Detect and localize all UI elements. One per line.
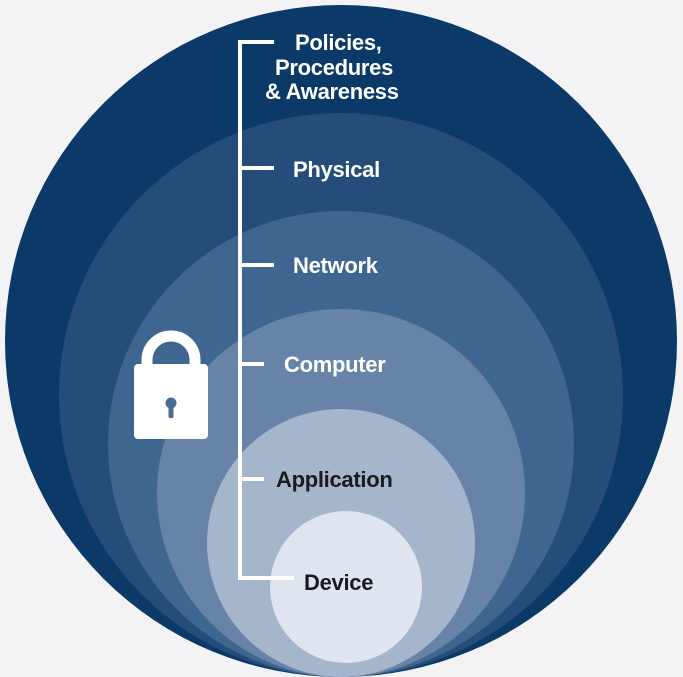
padlock-keyhole-top bbox=[165, 397, 177, 409]
layer-label-policies-line-3: & Awareness bbox=[265, 79, 399, 104]
layer-label-application: Application bbox=[276, 467, 392, 492]
layer-circles bbox=[5, 5, 677, 677]
layer-device-circle bbox=[270, 511, 422, 663]
layer-label-physical: Physical bbox=[293, 157, 380, 182]
layer-label-computer: Computer bbox=[284, 352, 386, 377]
padlock-keyhole-slot bbox=[168, 404, 174, 418]
layer-bracket bbox=[238, 40, 294, 580]
layer-label-policies-line-2: Procedures bbox=[275, 55, 393, 80]
padlock-shackle bbox=[141, 330, 201, 368]
layer-labels: Policies, Procedures & Awareness Physica… bbox=[265, 30, 399, 595]
layer-label-network: Network bbox=[293, 253, 379, 278]
padlock-icon bbox=[134, 330, 208, 439]
layer-label-policies: Policies, Procedures & Awareness bbox=[265, 30, 399, 104]
layer-label-policies-line-1: Policies, bbox=[295, 30, 382, 55]
layer-label-device: Device bbox=[304, 570, 373, 595]
